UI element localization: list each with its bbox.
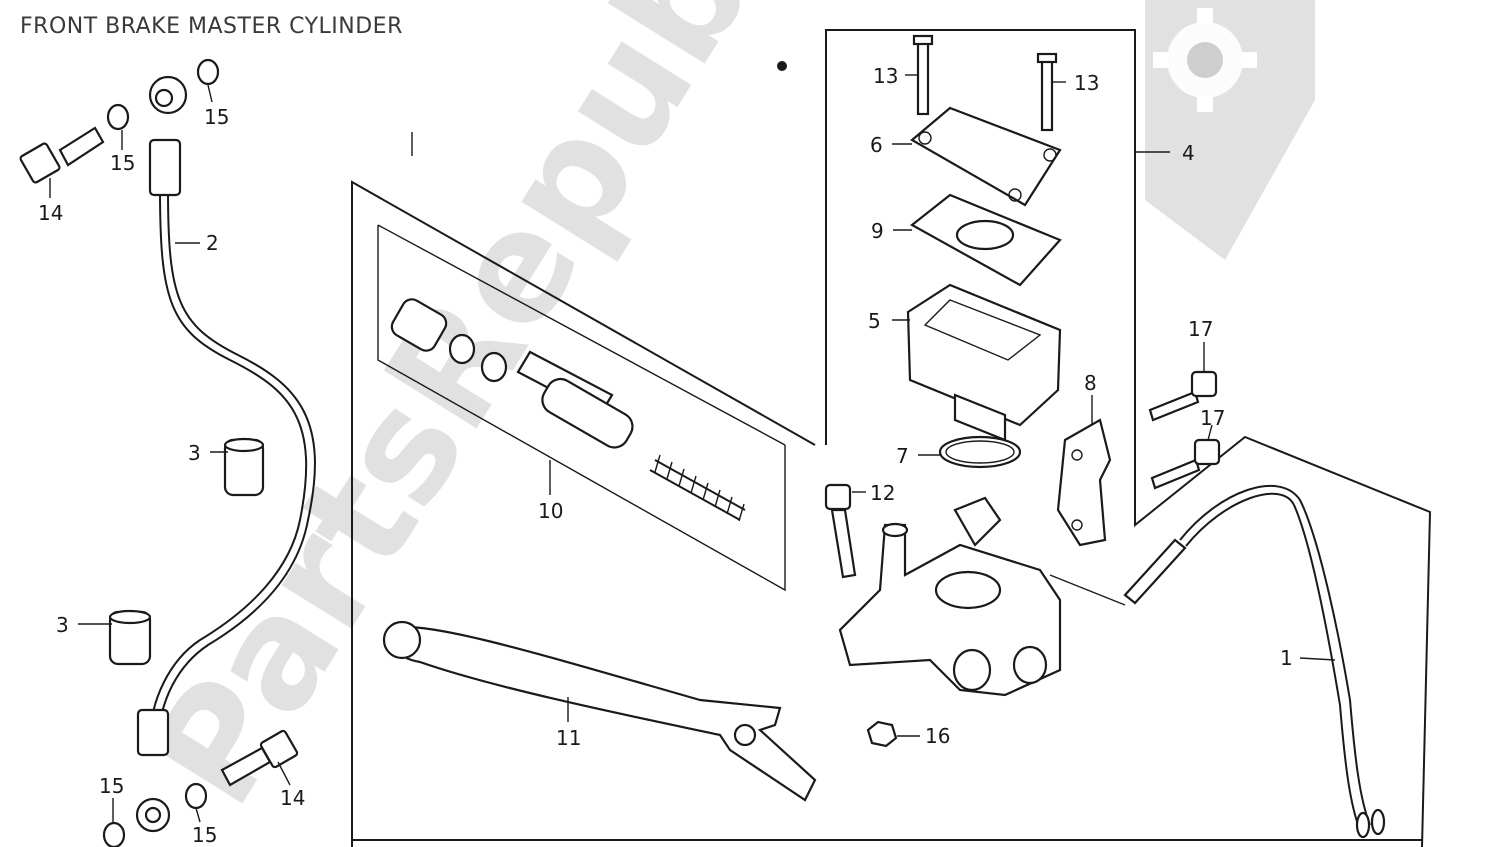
- pivot-bolt: [824, 483, 857, 579]
- callout-15: 15: [204, 105, 229, 129]
- callout-7: 7: [896, 444, 909, 468]
- callout-labels: 1 2 3 3 4 5 6 7 8 9 10 11 12 13 13 14 14…: [38, 64, 1293, 847]
- callout-11: 11: [556, 726, 581, 750]
- callout-5: 5: [868, 309, 881, 333]
- callout-3: 3: [188, 441, 201, 465]
- brake-hose: [135, 75, 316, 833]
- assembly-outline-piston-kit: [351, 180, 1422, 847]
- leader-lines: [49, 74, 1336, 823]
- callout-8: 8: [1084, 371, 1097, 395]
- hose-grommet: [108, 437, 265, 666]
- callout-4: 4: [1182, 141, 1195, 165]
- holder-bolt: [1148, 370, 1221, 490]
- assembly-outline-master-cylinder: [825, 29, 1432, 847]
- callout-3: 3: [56, 613, 69, 637]
- callout-2: 2: [206, 231, 219, 255]
- reservoir-body: [906, 283, 1062, 442]
- reference-dot: [777, 61, 787, 71]
- brake-lever: [382, 620, 817, 802]
- callout-17: 17: [1200, 406, 1225, 430]
- callout-14: 14: [38, 201, 63, 225]
- callout-15: 15: [110, 151, 135, 175]
- callout-12: 12: [870, 481, 895, 505]
- pivot-nut: [866, 720, 898, 748]
- master-cylinder-body: [838, 496, 1062, 697]
- callout-6: 6: [870, 133, 883, 157]
- callout-10: 10: [538, 499, 563, 523]
- callout-1: 1: [1280, 646, 1293, 670]
- callout-9: 9: [871, 219, 884, 243]
- callout-14: 14: [280, 786, 305, 810]
- callout-15: 15: [192, 823, 217, 847]
- gear-icon: [1145, 0, 1315, 260]
- callout-17: 17: [1188, 317, 1213, 341]
- diaphragm-plate: [910, 193, 1062, 287]
- master-cylinder-holder: [1056, 418, 1112, 547]
- banjo-bolt-top: [19, 126, 105, 184]
- callout-16: 16: [925, 724, 950, 748]
- cap-screw: [912, 34, 1058, 132]
- reservoir-cap: [910, 106, 1062, 207]
- banjo-bolt-bottom: [220, 729, 299, 787]
- o-ring: [938, 435, 1022, 469]
- piston-kit: [390, 298, 746, 522]
- diagram-title: FRONT BRAKE MASTER CYLINDER: [20, 14, 403, 39]
- front-stop-switch: [1123, 484, 1386, 839]
- callout-13: 13: [1074, 71, 1099, 95]
- callout-13: 13: [873, 64, 898, 88]
- callout-15: 15: [99, 774, 124, 798]
